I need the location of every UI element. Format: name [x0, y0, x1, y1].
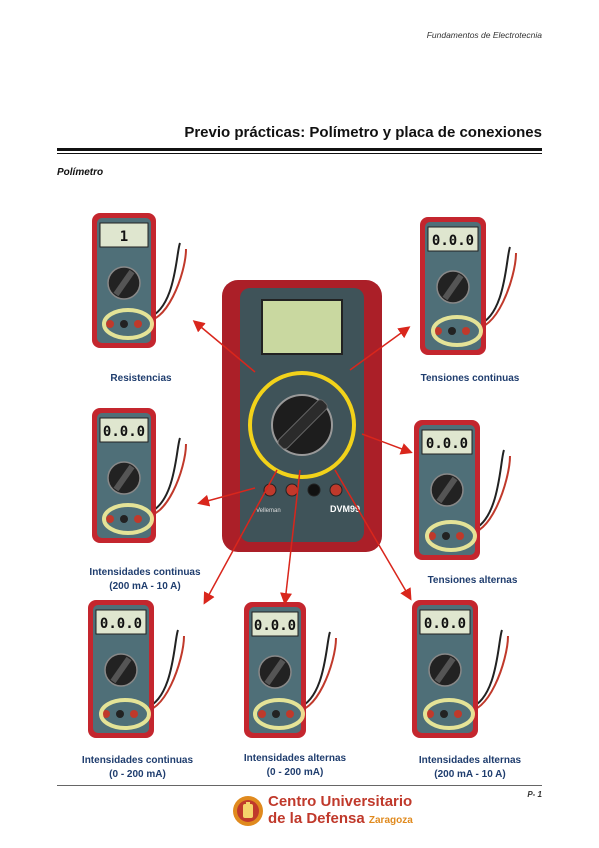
caption-tensiones-continuas: Tensiones continuas: [420, 373, 520, 384]
meter-display-intensidades-alternas-high: 0.0.0: [424, 616, 466, 632]
page-number: P- 1: [527, 790, 542, 799]
title-rule-thin: [57, 153, 542, 154]
center-brand-label: Velleman: [256, 508, 281, 514]
logo-line-2: de la Defensa Zaragoza: [268, 810, 413, 827]
pointer-arrow: [361, 433, 413, 455]
pointer-arrow: [334, 469, 412, 601]
center-jack: [307, 483, 321, 497]
cud-logo: Centro Universitario de la Defensa Zarag…: [232, 792, 413, 832]
pointer-arrow: [192, 320, 256, 373]
meter-resistencias: 1: [92, 213, 187, 348]
meter-tensiones-alternas: 0.0.0: [414, 420, 511, 560]
center-model-label: DVM99: [330, 504, 360, 514]
meter-intensidades-alternas-low: 0.0.0: [244, 602, 337, 738]
pointer-arrow: [197, 487, 256, 507]
center-jack: [285, 483, 299, 497]
cud-emblem-icon: [233, 796, 263, 826]
caption-resistencias: Resistencias: [110, 373, 172, 384]
meter-display-tensiones-alternas: 0.0.0: [426, 436, 468, 452]
footer-rule: [57, 785, 542, 786]
logo-city: Zaragoza: [368, 815, 413, 826]
section-heading: Polímetro: [57, 167, 104, 178]
page-title: Previo prácticas: Polímetro y placa de c…: [184, 124, 542, 141]
caption-intensidades-continuas-high: Intensidades continuas (200 mA - 10 A): [89, 567, 201, 592]
running-header: Fundamentos de Electrotecnia: [426, 30, 542, 40]
logo-line-1: Centro Universitario: [268, 793, 413, 810]
pointer-arrow: [349, 326, 411, 371]
caption-intensidades-continuas-low: Intensidades continuas (0 - 200 mA): [81, 755, 194, 780]
meter-intensidades-alternas-high: 0.0.0: [412, 600, 509, 738]
meter-display-intensidades-continuas-high: 0.0.0: [103, 424, 145, 440]
pointer-arrow: [203, 469, 278, 605]
caption-intensidades-alternas-high: Intensidades alternas (200 mA - 10 A): [418, 755, 522, 780]
title-rule-thick: [57, 148, 542, 151]
meter-intensidades-continuas-low: 0.0.0: [88, 600, 185, 738]
center-jack: [329, 483, 343, 497]
meter-tensiones-continuas: 0.0.0: [420, 217, 517, 355]
meter-display-intensidades-alternas-low: 0.0.0: [254, 618, 296, 634]
center-meter-lcd: [261, 299, 343, 355]
meter-display-resistencias: 1: [120, 229, 128, 245]
pointer-arrow: [280, 469, 301, 605]
caption-tensiones-alternas: Tensiones alternas: [427, 575, 518, 586]
caption-intensidades-alternas-low: Intensidades alternas (0 - 200 mA): [243, 753, 347, 778]
meter-display-tensiones-continuas: 0.0.0: [432, 233, 474, 249]
center-dial-ring: [248, 371, 356, 479]
meter-display-intensidades-continuas-low: 0.0.0: [100, 616, 142, 632]
meter-intensidades-continuas-high: 0.0.0: [92, 408, 187, 543]
